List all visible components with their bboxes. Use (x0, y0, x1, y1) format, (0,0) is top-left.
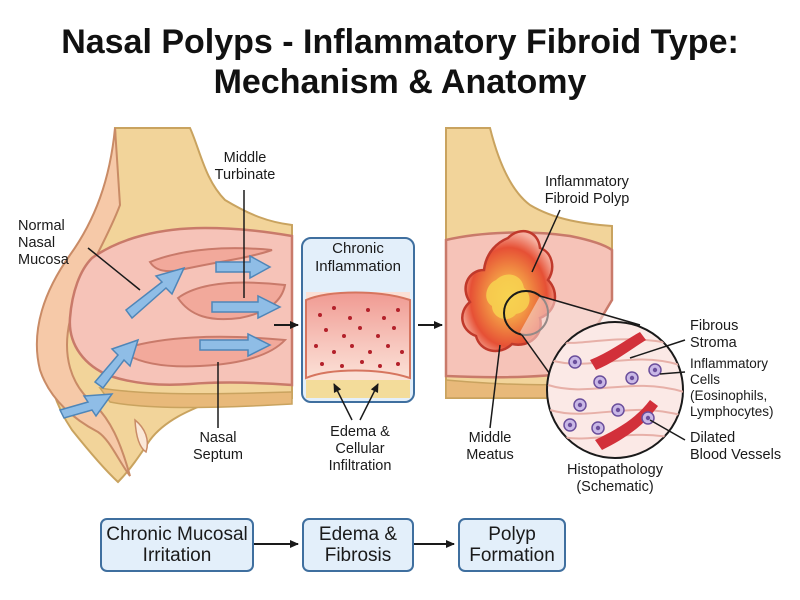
left-superior-turbinate (148, 247, 273, 273)
left-nostril (134, 418, 149, 454)
airflow-arrow-icon-4 (215, 254, 272, 280)
edema-infiltration-label: Edema & Cellular Infiltration (328, 424, 392, 474)
flow-step-edema-fibrosis: Edema & Fibrosis (302, 518, 414, 572)
edema-leader-2 (359, 383, 379, 421)
middle-turbinate-label: Middle Turbinate (214, 150, 276, 183)
airflow-arrow-icon-6 (199, 332, 272, 358)
submucosa-layer (306, 380, 410, 398)
airflow-arrow-icon-1 (124, 266, 186, 320)
inflammatory-cell-nuclei (567, 359, 658, 431)
polyp-core (486, 274, 530, 320)
left-anatomy-panel (35, 127, 294, 484)
zoom-line-top (539, 295, 641, 326)
inflammatory-cells-label: Inflammatory Cells (Eosinophils, Lymphoc… (690, 356, 774, 419)
inflammatory-polyp-label: Inflammatory Fibroid Polyp (544, 174, 630, 207)
infiltrating-cells (314, 306, 404, 368)
airflow-arrow-icon-3 (58, 393, 114, 419)
inflammatory-cells-leader (659, 371, 686, 375)
page-title: Nasal Polyps - Inflammatory Fibroid Type… (0, 22, 800, 102)
dilated-vessels-leader (649, 419, 686, 441)
middle-meatus-label: Middle Meatus (466, 430, 514, 463)
dilated-vessel-1 (590, 332, 646, 370)
histopathology-label: Histopathology (Schematic) (567, 462, 663, 495)
nasal-septum-label: Nasal Septum (193, 430, 243, 463)
fibrous-stroma-leader (629, 339, 686, 359)
airflow-arrow-icon-5 (211, 294, 282, 320)
chronic-inflammation-title: Chronic Inflammation (315, 240, 401, 275)
flow-step-polyp-formation: Polyp Formation (458, 518, 566, 572)
fibrous-stroma-label: Fibrous Stroma (690, 318, 739, 351)
histopathology-view (546, 321, 684, 459)
dilated-vessel-2 (595, 400, 658, 450)
left-palate (98, 386, 293, 409)
dilated-vessels-label: Dilated Blood Vessels (690, 430, 782, 463)
middle-meatus-leader (489, 344, 501, 429)
normal-mucosa-leader (87, 247, 141, 291)
airflow-arrows (58, 254, 282, 419)
right-anatomy-panel (444, 127, 686, 459)
flow-step-chronic-irritation: Chronic Mucosal Irritation (100, 518, 254, 572)
edematous-mucosa (305, 291, 411, 380)
polyp-leader (531, 209, 561, 273)
title-line-2: Mechanism & Anatomy (213, 63, 587, 101)
title-line-1: Nasal Polyps - Inflammatory Fibroid Type… (61, 23, 739, 61)
airflow-arrow-icon-2 (93, 338, 140, 390)
edema-leader-1 (333, 383, 353, 421)
normal-mucosa-label: Normal Nasal Mucosa (18, 218, 69, 268)
chronic-inflammation-panel (301, 237, 415, 421)
